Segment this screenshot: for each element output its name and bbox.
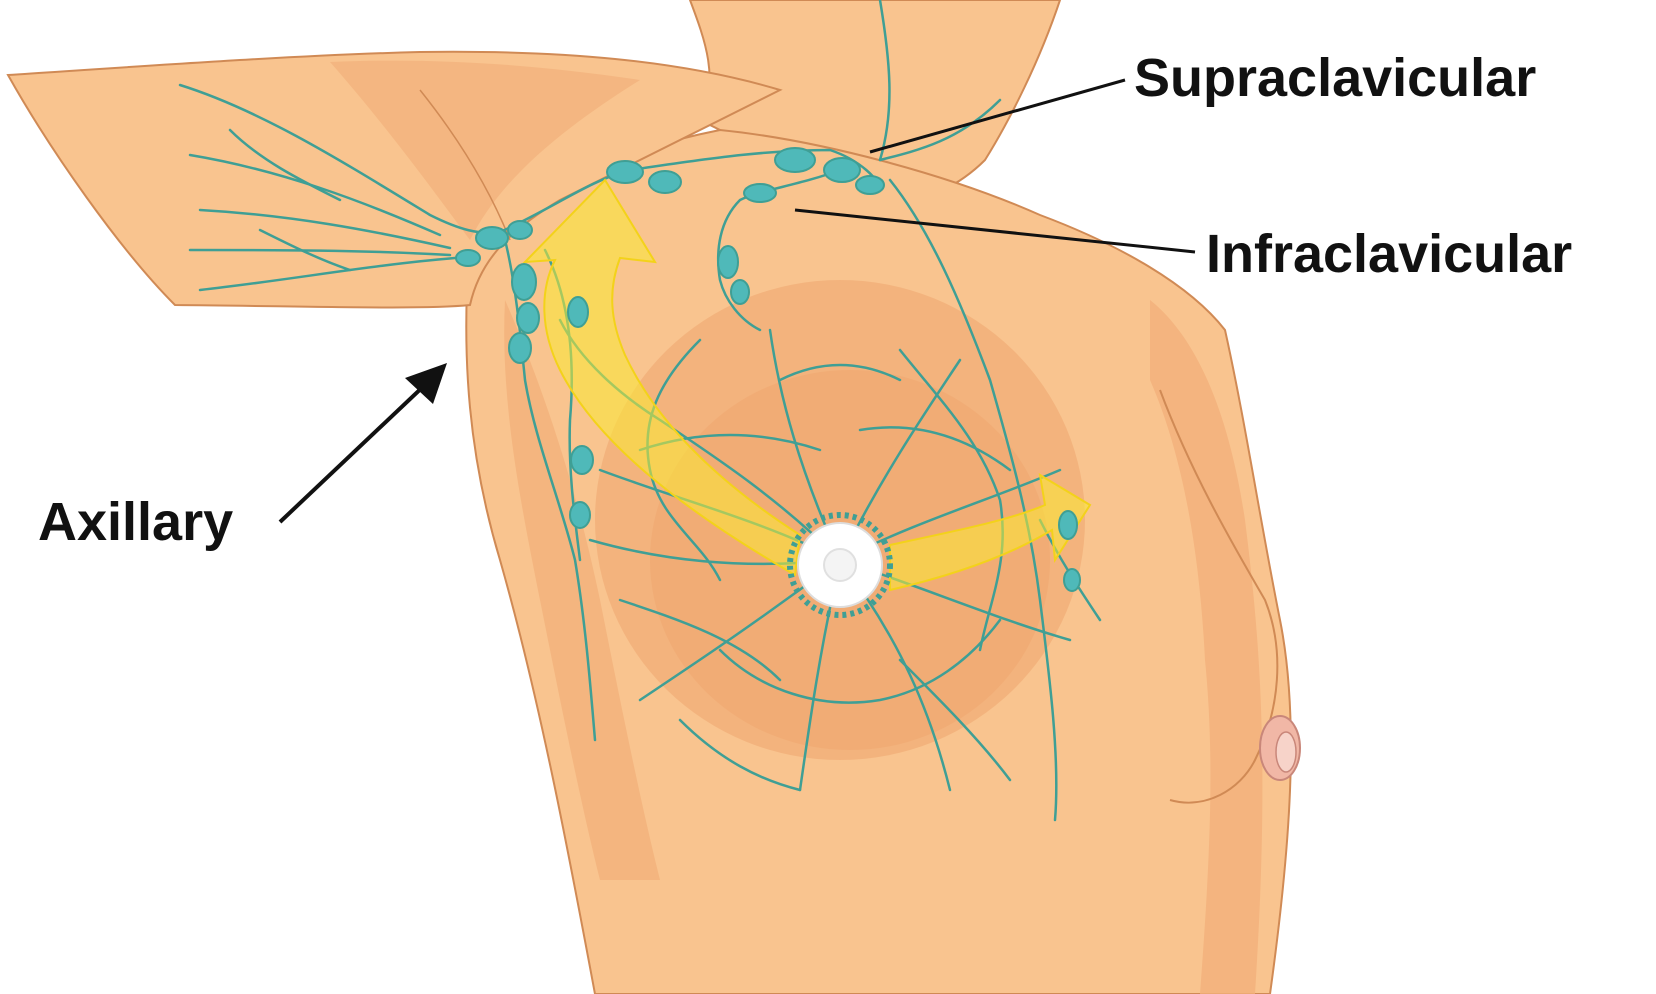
lymph-node — [517, 303, 539, 333]
arrow-up-right-icon — [280, 363, 447, 522]
axillary-label: Axillary — [38, 492, 233, 552]
lymph-node — [571, 446, 593, 474]
lymph-node — [824, 158, 860, 182]
lymph-node — [456, 250, 480, 266]
lymph-node — [570, 502, 590, 528]
lymph-node — [568, 297, 588, 327]
lymph-node — [607, 161, 643, 183]
lymph-node — [512, 264, 536, 300]
lymph-node — [775, 148, 815, 172]
lymph-node — [1064, 569, 1080, 591]
lymph-node — [856, 176, 884, 194]
lymph-node — [476, 227, 508, 249]
lymph-node — [508, 221, 532, 239]
lymph-node — [744, 184, 776, 202]
lymph-node — [731, 280, 749, 304]
lymph-node — [509, 333, 531, 363]
lymph-node — [649, 171, 681, 193]
lymph-node — [1059, 511, 1077, 539]
lymph-node — [718, 246, 738, 278]
far-nipple — [1260, 716, 1300, 780]
supraclavicular-label: Supraclavicular — [1134, 48, 1536, 108]
infraclavicular-label: Infraclavicular — [1206, 224, 1572, 284]
